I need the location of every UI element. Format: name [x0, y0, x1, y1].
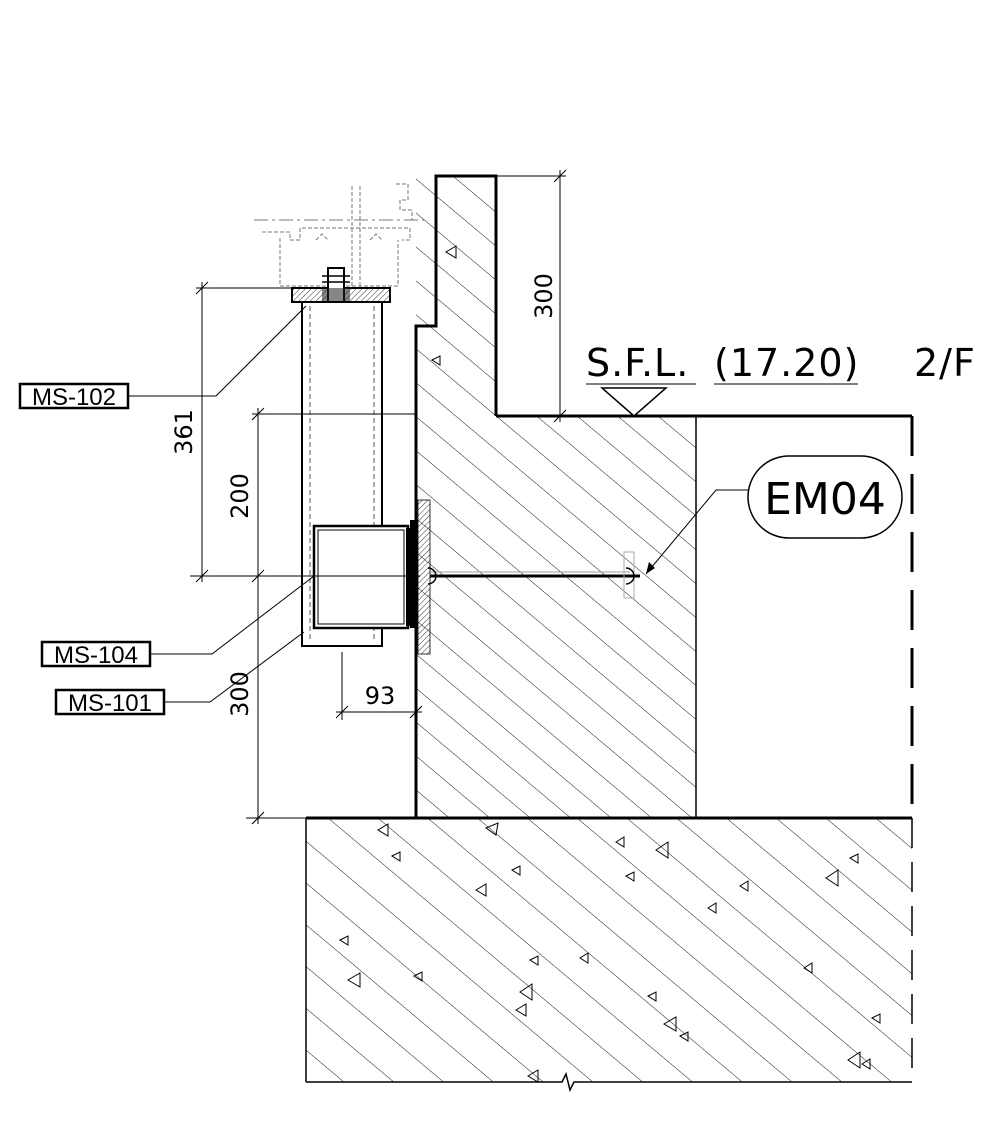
- svg-text:300: 300: [226, 671, 254, 717]
- tag-ms-102: MS-102: [18, 305, 307, 411]
- svg-text:MS-102: MS-102: [32, 384, 116, 411]
- tag-ms-101: MS-101: [54, 631, 305, 717]
- svg-text:93: 93: [365, 682, 396, 710]
- foundation-slab: [305, 816, 913, 1093]
- svg-text:300: 300: [530, 273, 558, 319]
- anchor-plate: [410, 520, 418, 628]
- slab-beam: [414, 416, 914, 818]
- level-triangle-icon: [600, 387, 668, 417]
- dim-base-300: 300: [226, 671, 254, 717]
- dim-offset-93: 93: [365, 682, 396, 710]
- grout-pad: [417, 499, 431, 655]
- svg-text:MS-101: MS-101: [68, 690, 152, 717]
- level-value: (17.20): [714, 341, 859, 385]
- dim-post-361: 361: [170, 409, 198, 455]
- floor-label: 2/F: [914, 341, 976, 385]
- svg-text:EM04: EM04: [764, 474, 886, 525]
- dim-upstand-300: 300: [530, 273, 558, 319]
- svg-text:200: 200: [226, 473, 254, 519]
- dimension-lines: [190, 169, 567, 825]
- tag-ms-104: MS-104: [40, 575, 315, 669]
- transom-profile-outline: [254, 183, 424, 287]
- dim-bracket-200: 200: [226, 473, 254, 519]
- svg-text:MS-104: MS-104: [54, 642, 138, 669]
- aggregate-marks: [338, 822, 881, 1083]
- level-label: S.F.L.: [586, 341, 689, 385]
- steel-post-assembly: [291, 267, 640, 655]
- aggregate-marks: [430, 245, 457, 366]
- svg-text:361: 361: [170, 409, 198, 455]
- level-marker: S.F.L. (17.20) 2/F: [586, 341, 976, 417]
- bracket-box: [312, 524, 410, 630]
- callout-em04: EM04: [645, 455, 903, 575]
